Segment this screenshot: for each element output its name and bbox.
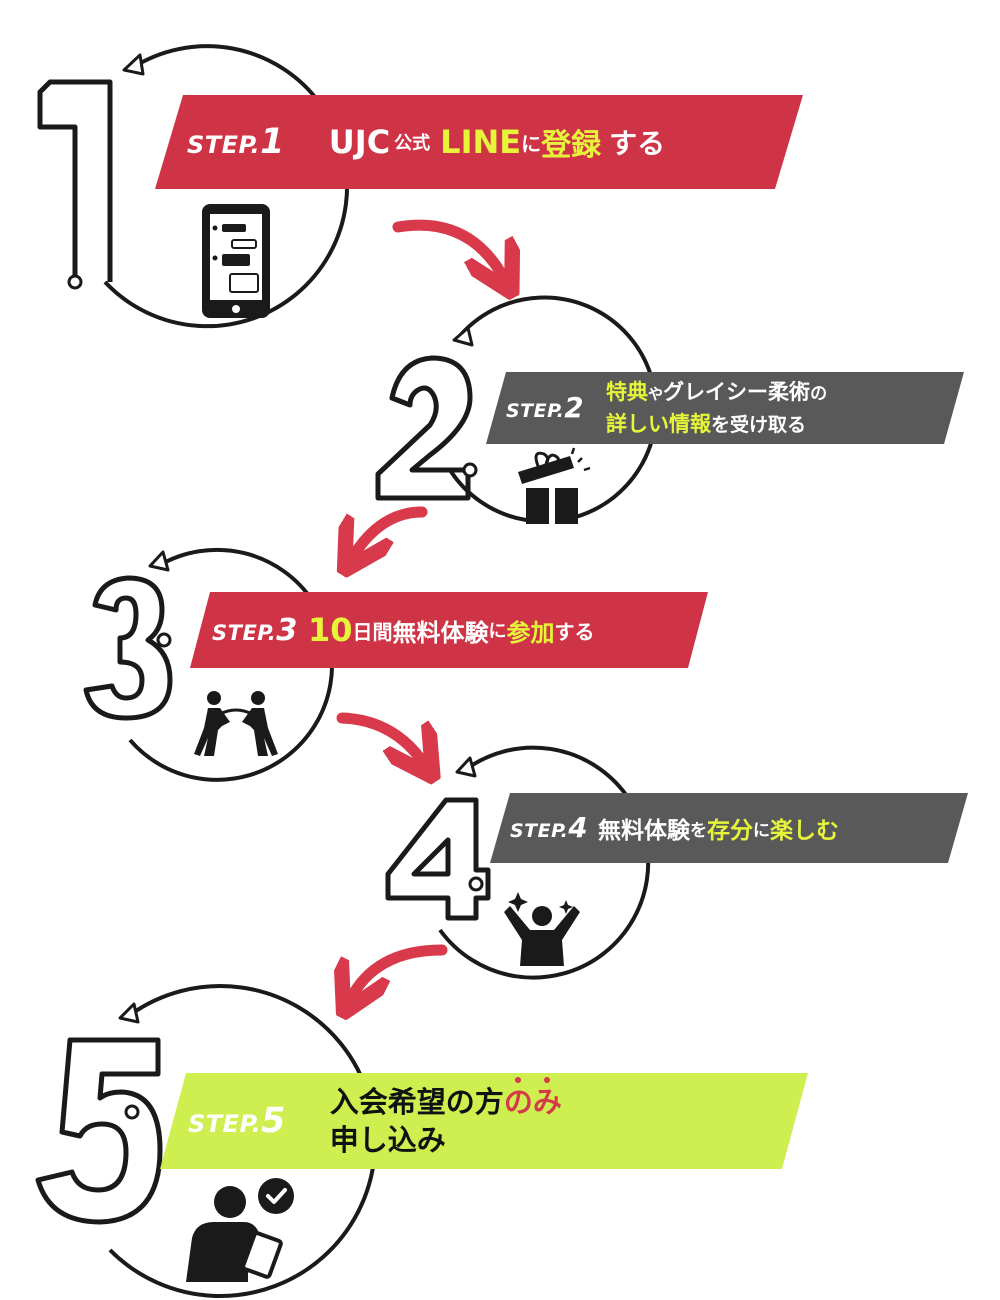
step4-text-ni: に xyxy=(753,820,771,841)
arrow-4-to-5 xyxy=(350,944,448,1000)
step1-text-official: 公式 xyxy=(394,133,431,154)
step5-text-mi-emph: み xyxy=(532,1077,562,1119)
arrow-3-to-4 xyxy=(336,712,425,765)
step3-text-do: する xyxy=(554,619,595,644)
step1-text-ni: に xyxy=(521,131,542,156)
step4-text-wo: を xyxy=(690,820,708,841)
cheering-person-icon xyxy=(504,892,580,966)
step4-text-enjoy: 楽しむ xyxy=(770,818,840,844)
step2-text-no: の xyxy=(810,383,828,404)
step3-banner: STEP.3 10 日間 無料体験 に 参加 する xyxy=(190,592,708,668)
arrow-1-to-2 xyxy=(392,219,505,280)
gift-box-icon xyxy=(518,447,591,524)
step2-banner: STEP.2 特典 や グレイシー柔術 の 詳しい 情報 を受け取る xyxy=(486,372,964,444)
step1-numeral xyxy=(37,79,113,282)
step1-ring xyxy=(103,44,350,329)
step1-text-line: LINE xyxy=(440,123,522,161)
step2-label: STEP.2 xyxy=(506,392,585,424)
step5-text-no-emph: の xyxy=(503,1077,533,1119)
step2-text-info: 情報 xyxy=(669,411,712,436)
step4-banner: STEP.4 無料体験 を 存分 に 楽しむ xyxy=(490,793,968,863)
step4-text-trial: 無料体験 xyxy=(598,818,691,844)
step5-banner: STEP.5 入会希望の方 の み 申し込み xyxy=(160,1073,808,1169)
step3-text-days: 日間 xyxy=(352,619,393,644)
step1-text-do: する xyxy=(609,127,666,160)
step5-graphic xyxy=(35,984,378,1299)
step1-text-register: 登録 xyxy=(541,128,602,163)
step4-ring xyxy=(438,745,651,980)
step3-numeral xyxy=(83,575,173,721)
step4-graphic xyxy=(385,745,651,980)
step1-graphic xyxy=(37,44,350,329)
step2-text-receive: を受け取る xyxy=(711,413,807,436)
smartphone-chat-icon xyxy=(202,204,270,318)
step3-text-ni: に xyxy=(488,621,507,642)
step4-text-fully: 存分 xyxy=(707,818,754,844)
step5-text-applicants: 入会希望の方 xyxy=(329,1085,504,1119)
step3-text-10: 10 xyxy=(307,611,353,649)
step3-ring xyxy=(128,547,335,782)
signup-check-icon xyxy=(186,1178,294,1282)
step5-text-apply: 申し込み xyxy=(329,1123,446,1157)
step1-banner: STEP.1 UJC 公式 LINE に 登録 する xyxy=(155,95,803,189)
step2-text-tokuten: 特典 xyxy=(606,379,649,404)
step2-text-ya: や xyxy=(648,384,664,403)
step3-text-join: 参加 xyxy=(506,618,555,647)
step3-text-trial: 無料体験 xyxy=(392,618,489,647)
step1-ring-arrowhead xyxy=(122,53,145,76)
step2-text-detail: 詳しい xyxy=(606,411,670,436)
step3-label: STEP.3 xyxy=(212,612,298,648)
step1-label: STEP.1 xyxy=(187,122,285,162)
step5-label: STEP.5 xyxy=(188,1101,286,1141)
step5-numeral xyxy=(35,1037,163,1225)
step4-label: STEP.4 xyxy=(510,812,589,844)
step4-numeral xyxy=(385,797,491,921)
step2-text-gracie: グレイシー柔術 xyxy=(663,379,811,404)
step1-text-ujc: UJC xyxy=(328,123,391,161)
arrow-2-to-3 xyxy=(352,506,428,558)
step3-graphic xyxy=(83,547,335,782)
grappling-icon xyxy=(194,691,278,756)
